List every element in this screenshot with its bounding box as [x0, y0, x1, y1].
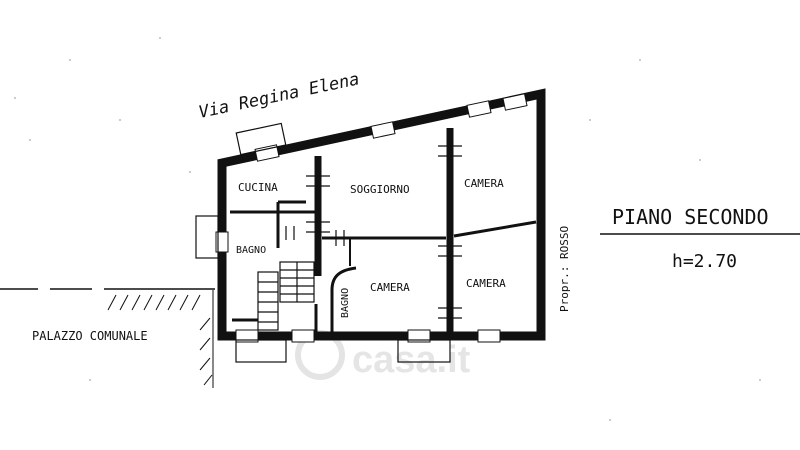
neighbor-owner-label: Propr.: ROSSO — [558, 226, 571, 312]
adjacent-wall-hatching — [107, 290, 214, 388]
windows — [215, 93, 528, 343]
staircase — [257, 261, 315, 331]
watermark: casa.it — [295, 330, 471, 381]
watermark-text: casa.it — [352, 339, 471, 381]
floor-name: PIANO SECONDO — [612, 205, 769, 229]
room-label-bagno-left: BAGNO — [236, 245, 266, 256]
room-label-camera-top-right: CAMERA — [464, 177, 504, 190]
room-label-soggiorno: SOGGIORNO — [350, 183, 410, 196]
paper-noise — [14, 37, 761, 421]
floor-height: h=2.70 — [672, 251, 737, 272]
neighbor-building-label: PALAZZO COMUNALE — [32, 329, 148, 343]
room-label-camera-center: CAMERA — [370, 281, 410, 294]
interior-walls — [230, 128, 537, 334]
room-label-cucina: CUCINA — [238, 181, 278, 194]
room-label-bagno-small: BAGNO — [340, 288, 351, 318]
balconies — [195, 122, 451, 363]
street-name: Via Regina Elena — [197, 69, 361, 123]
outer-walls — [217, 88, 546, 341]
doors — [285, 145, 462, 319]
room-label-camera-bottom-right: CAMERA — [466, 277, 506, 290]
